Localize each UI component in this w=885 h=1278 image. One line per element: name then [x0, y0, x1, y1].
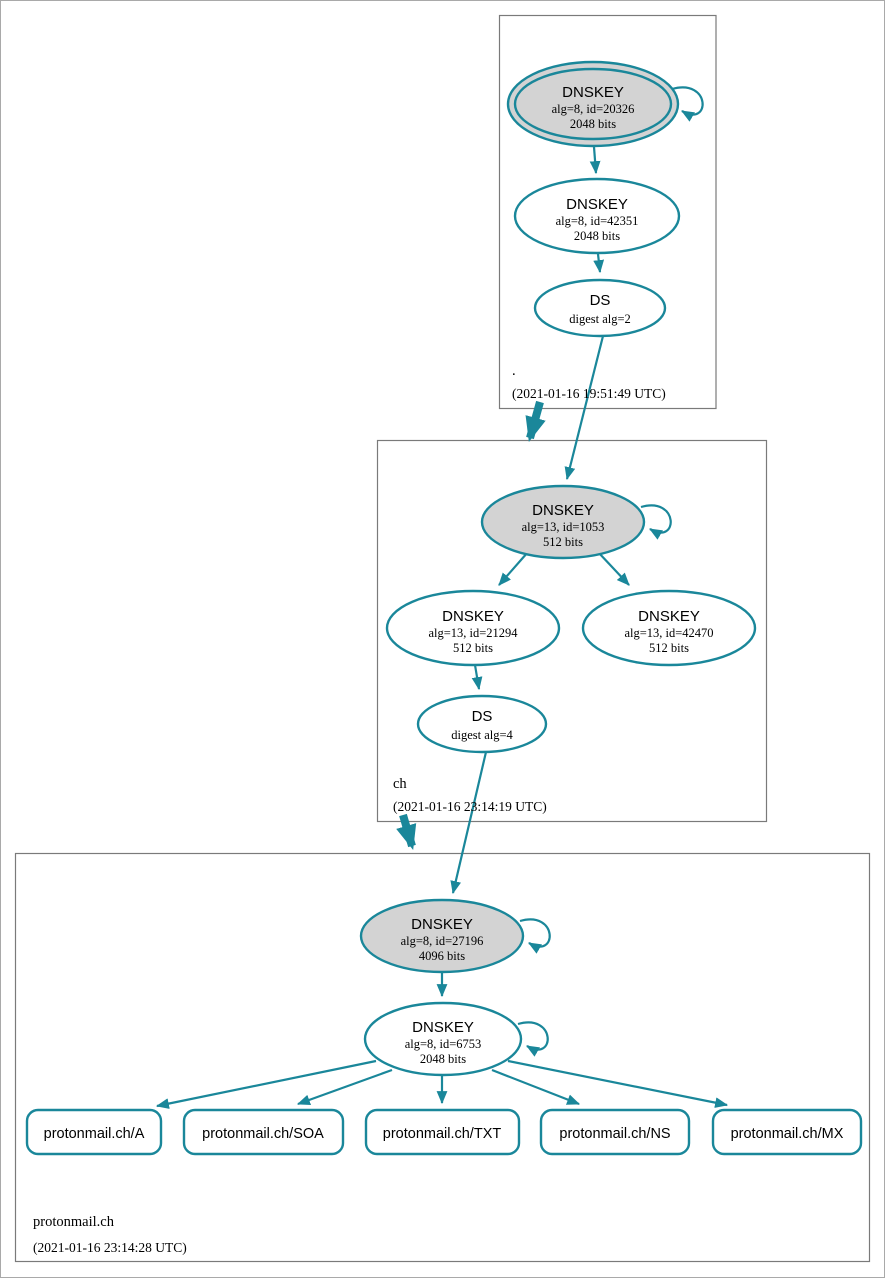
rrset-ns-label: protonmail.ch/NS	[559, 1126, 670, 1142]
protonmail-zone-name: protonmail.ch	[33, 1214, 115, 1230]
root-ksk-title: DNSKEY	[562, 84, 624, 101]
rrset-ns-node[interactable]: protonmail.ch/NS	[539, 1108, 691, 1156]
zsk-to-ns-edge	[491, 1068, 581, 1106]
root-zsk-alg: alg=8, id=42351	[556, 214, 639, 228]
zone-ch: DNSKEY alg=13, id=1053 512 bits DNSKEY a…	[385, 484, 757, 895]
ch-ds-to-protonmail-ksk-edge	[450, 751, 488, 895]
ch-zsk2-bits: 512 bits	[649, 641, 689, 655]
root-ds-alg: digest alg=2	[569, 312, 631, 326]
ch-zsk1-node[interactable]: DNSKEY alg=13, id=21294 512 bits	[385, 589, 561, 667]
protonmail-zone-timestamp: (2021-01-16 23:14:28 UTC)	[33, 1240, 187, 1255]
protonmail-ksk-alg: alg=8, id=27196	[401, 934, 484, 948]
rrset-mx-label: protonmail.ch/MX	[731, 1126, 844, 1142]
root-zsk-node[interactable]: DNSKEY alg=8, id=42351 2048 bits	[513, 177, 681, 255]
protonmail-zsk-self-sign-edge	[517, 1021, 549, 1057]
delegation-arrow-root-to-ch	[525, 400, 546, 443]
zsk-to-soa-edge	[296, 1068, 393, 1106]
ch-zone-name: ch	[393, 776, 407, 792]
ch-zsk1-title: DNSKEY	[442, 608, 504, 625]
delegation-arrow-ch-to-protonmail	[396, 813, 417, 851]
ch-ds-node[interactable]: DS digest alg=4	[416, 694, 548, 754]
ch-zsk2-node[interactable]: DNSKEY alg=13, id=42470 512 bits	[581, 589, 757, 667]
zone-protonmail: DNSKEY alg=8, id=27196 4096 bits DNSKEY …	[25, 898, 863, 1255]
ch-zsk2-title: DNSKEY	[638, 608, 700, 625]
protonmail-zsk-bits: 2048 bits	[420, 1052, 466, 1066]
zone-box-protonmail	[14, 852, 871, 1263]
root-zone-name: .	[512, 363, 516, 379]
ch-zsk1-alg: alg=13, id=21294	[428, 626, 518, 640]
ch-zone-timestamp: (2021-01-16 23:14:19 UTC)	[393, 799, 547, 814]
zone-box-ch	[376, 439, 768, 823]
ch-ksk-self-sign-edge	[640, 504, 672, 540]
root-zsk-to-ds-edge	[593, 253, 605, 274]
root-ds-title: DS	[590, 292, 611, 309]
ch-zsk1-to-ds-edge	[471, 664, 483, 691]
root-ksk-self-sign-edge	[671, 86, 704, 122]
rrset-mx-node[interactable]: protonmail.ch/MX	[711, 1108, 863, 1156]
rrset-a-node[interactable]: protonmail.ch/A	[25, 1108, 163, 1156]
rrset-soa-label: protonmail.ch/SOA	[202, 1126, 324, 1142]
root-zsk-bits: 2048 bits	[574, 229, 620, 243]
ch-ksk-title: DNSKEY	[532, 502, 594, 519]
root-ksk-alg: alg=8, id=20326	[552, 102, 635, 116]
ch-ksk-to-zsk1-edge	[498, 551, 529, 586]
root-ksk-to-zsk-edge	[589, 146, 601, 175]
rrset-txt-label: protonmail.ch/TXT	[383, 1126, 502, 1142]
ch-ds-title: DS	[472, 708, 493, 725]
protonmail-ksk-title: DNSKEY	[411, 916, 473, 933]
ch-ds-alg: digest alg=4	[451, 728, 513, 742]
root-zsk-title: DNSKEY	[566, 196, 628, 213]
protonmail-ksk-node[interactable]: DNSKEY alg=8, id=27196 4096 bits	[359, 898, 525, 974]
zsk-to-a-edge	[155, 1059, 377, 1109]
zsk-to-mx-edge	[507, 1059, 729, 1108]
ch-zsk1-bits: 512 bits	[453, 641, 493, 655]
root-zone-timestamp: (2021-01-16 19:51:49 UTC)	[512, 386, 666, 401]
zone-box-root	[498, 14, 717, 410]
ch-ksk-node[interactable]: DNSKEY alg=13, id=1053 512 bits	[480, 484, 646, 560]
ch-zsk2-alg: alg=13, id=42470	[624, 626, 713, 640]
root-ksk-bits: 2048 bits	[570, 117, 616, 131]
protonmail-zsk-node[interactable]: DNSKEY alg=8, id=6753 2048 bits	[363, 1001, 523, 1077]
root-ksk-node[interactable]: DNSKEY alg=8, id=20326 2048 bits	[506, 60, 680, 148]
root-ds-node[interactable]: DS digest alg=2	[533, 278, 667, 338]
zone-root: DNSKEY alg=8, id=20326 2048 bits DNSKEY …	[506, 60, 704, 481]
rrset-soa-node[interactable]: protonmail.ch/SOA	[182, 1108, 345, 1156]
ch-ksk-to-zsk2-edge	[597, 551, 630, 586]
root-ds-to-ch-ksk-edge	[564, 335, 605, 481]
protonmail-zsk-alg: alg=8, id=6753	[405, 1037, 482, 1051]
protonmail-ksk-self-sign-edge	[519, 918, 551, 954]
ch-ksk-alg: alg=13, id=1053	[522, 520, 605, 534]
ch-ksk-bits: 512 bits	[543, 535, 583, 549]
protonmail-ksk-bits: 4096 bits	[419, 949, 465, 963]
rrset-txt-node[interactable]: protonmail.ch/TXT	[364, 1108, 521, 1156]
rrset-a-label: protonmail.ch/A	[44, 1126, 145, 1142]
protonmail-zsk-title: DNSKEY	[412, 1019, 474, 1036]
